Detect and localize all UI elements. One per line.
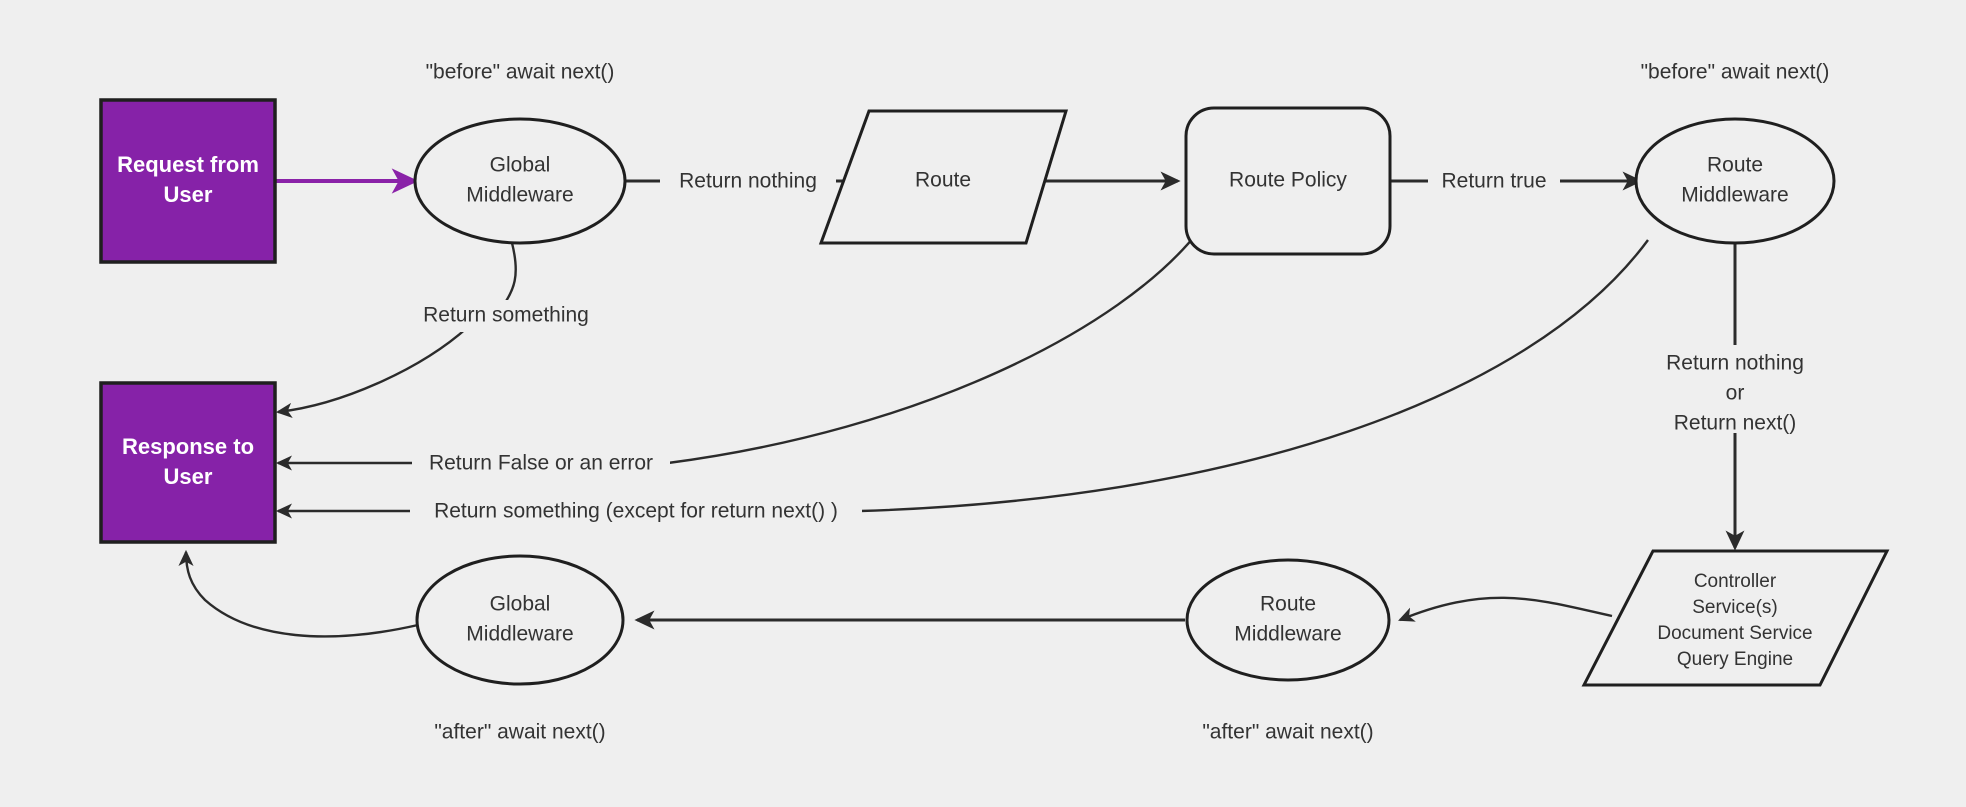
- controller-stack-label-line1: Controller: [1694, 571, 1777, 592]
- node-global-middleware-before[interactable]: Global Middleware: [413, 117, 627, 245]
- annotation-after-await-next-route: "after" await next(): [1202, 721, 1373, 744]
- controller-stack-parallelogram: [1581, 549, 1890, 687]
- return-nothing-or-next-line2: or: [1726, 382, 1745, 405]
- annotation-after-await-next-global: "after" await next(): [434, 721, 605, 744]
- node-route[interactable]: Route: [818, 109, 1069, 245]
- node-request-from-user[interactable]: Request from User: [99, 98, 277, 264]
- route-middleware-before-label-line1: Route: [1707, 154, 1763, 177]
- edge-global-middleware-after-to-response: [178, 549, 419, 638]
- route-middleware-after-ellipse: [1185, 558, 1391, 682]
- svg-text:Return something (except for r: Return something (except for return next…: [434, 500, 838, 523]
- route-middleware-after-label-line1: Route: [1260, 593, 1316, 616]
- route-middleware-before-ellipse: [1634, 117, 1836, 245]
- controller-stack-label-line4: Query Engine: [1677, 649, 1793, 670]
- return-nothing-or-next-line3: Return next(): [1674, 412, 1797, 435]
- request-from-user-box: [99, 98, 277, 264]
- request-from-user-label-line1: Request from: [117, 152, 259, 177]
- node-route-middleware-before[interactable]: Route Middleware: [1634, 117, 1836, 245]
- annotation-before-await-next-route: "before" await next(): [1641, 61, 1830, 84]
- annotation-before-await-next-global: "before" await next(): [426, 61, 615, 84]
- svg-text:Return False or an error: Return False or an error: [429, 452, 653, 475]
- global-middleware-after-label-line1: Global: [490, 593, 551, 616]
- return-nothing-or-next-line1: Return nothing: [1666, 352, 1804, 375]
- svg-text:Return something: Return something: [423, 304, 589, 327]
- route-policy-box: [1184, 106, 1392, 256]
- route-middleware-before-label-line2: Middleware: [1681, 184, 1788, 207]
- global-middleware-after-label-line2: Middleware: [466, 623, 573, 646]
- global-middleware-before-label-line2: Middleware: [466, 184, 573, 207]
- edge-label-return-nothing: Return nothing: [660, 166, 836, 196]
- route-parallelogram: [818, 109, 1069, 245]
- global-middleware-before-ellipse: [413, 117, 627, 245]
- edge-global-middleware-to-label-something-upper: [499, 242, 517, 311]
- edge-label-return-something: Return something: [410, 300, 602, 332]
- node-global-middleware-after[interactable]: Global Middleware: [415, 554, 625, 686]
- global-middleware-before-label-line1: Global: [490, 154, 551, 177]
- global-middleware-after-ellipse: [415, 554, 625, 686]
- response-to-user-label-line2: User: [164, 464, 213, 489]
- request-from-user-label-line2: User: [164, 182, 213, 207]
- controller-stack-label-line2: Service(s): [1692, 597, 1778, 618]
- edge-label-something-to-response: [275, 326, 469, 418]
- node-response-to-user[interactable]: Response to User: [99, 381, 277, 544]
- route-policy-label: Route Policy: [1229, 169, 1347, 192]
- edge-label-return-true: Return true: [1428, 166, 1560, 196]
- edge-route-policy-to-label-false-right: [667, 231, 1199, 465]
- node-route-policy[interactable]: Route Policy: [1184, 106, 1392, 256]
- response-to-user-label-line1: Response to: [122, 434, 254, 459]
- edge-route-middleware-to-label-except-right: [859, 239, 1649, 513]
- svg-text:Return nothing: Return nothing: [679, 170, 817, 193]
- edge-controller-to-route-middleware-after: [1398, 596, 1613, 622]
- response-to-user-box: [99, 381, 277, 544]
- edge-label-return-false-or-error: Return False or an error: [412, 448, 670, 478]
- route-label: Route: [915, 169, 971, 192]
- node-route-middleware-after[interactable]: Route Middleware: [1185, 558, 1391, 682]
- edge-label-return-something-except-next: Return something (except for return next…: [410, 496, 862, 526]
- node-controller-stack[interactable]: Controller Service(s) Document Service Q…: [1581, 549, 1890, 687]
- controller-stack-label-line3: Document Service: [1657, 623, 1812, 644]
- edge-label-return-nothing-or-next: Return nothing or Return next(): [1642, 345, 1830, 435]
- svg-text:Return true: Return true: [1441, 170, 1546, 193]
- route-middleware-after-label-line2: Middleware: [1234, 623, 1341, 646]
